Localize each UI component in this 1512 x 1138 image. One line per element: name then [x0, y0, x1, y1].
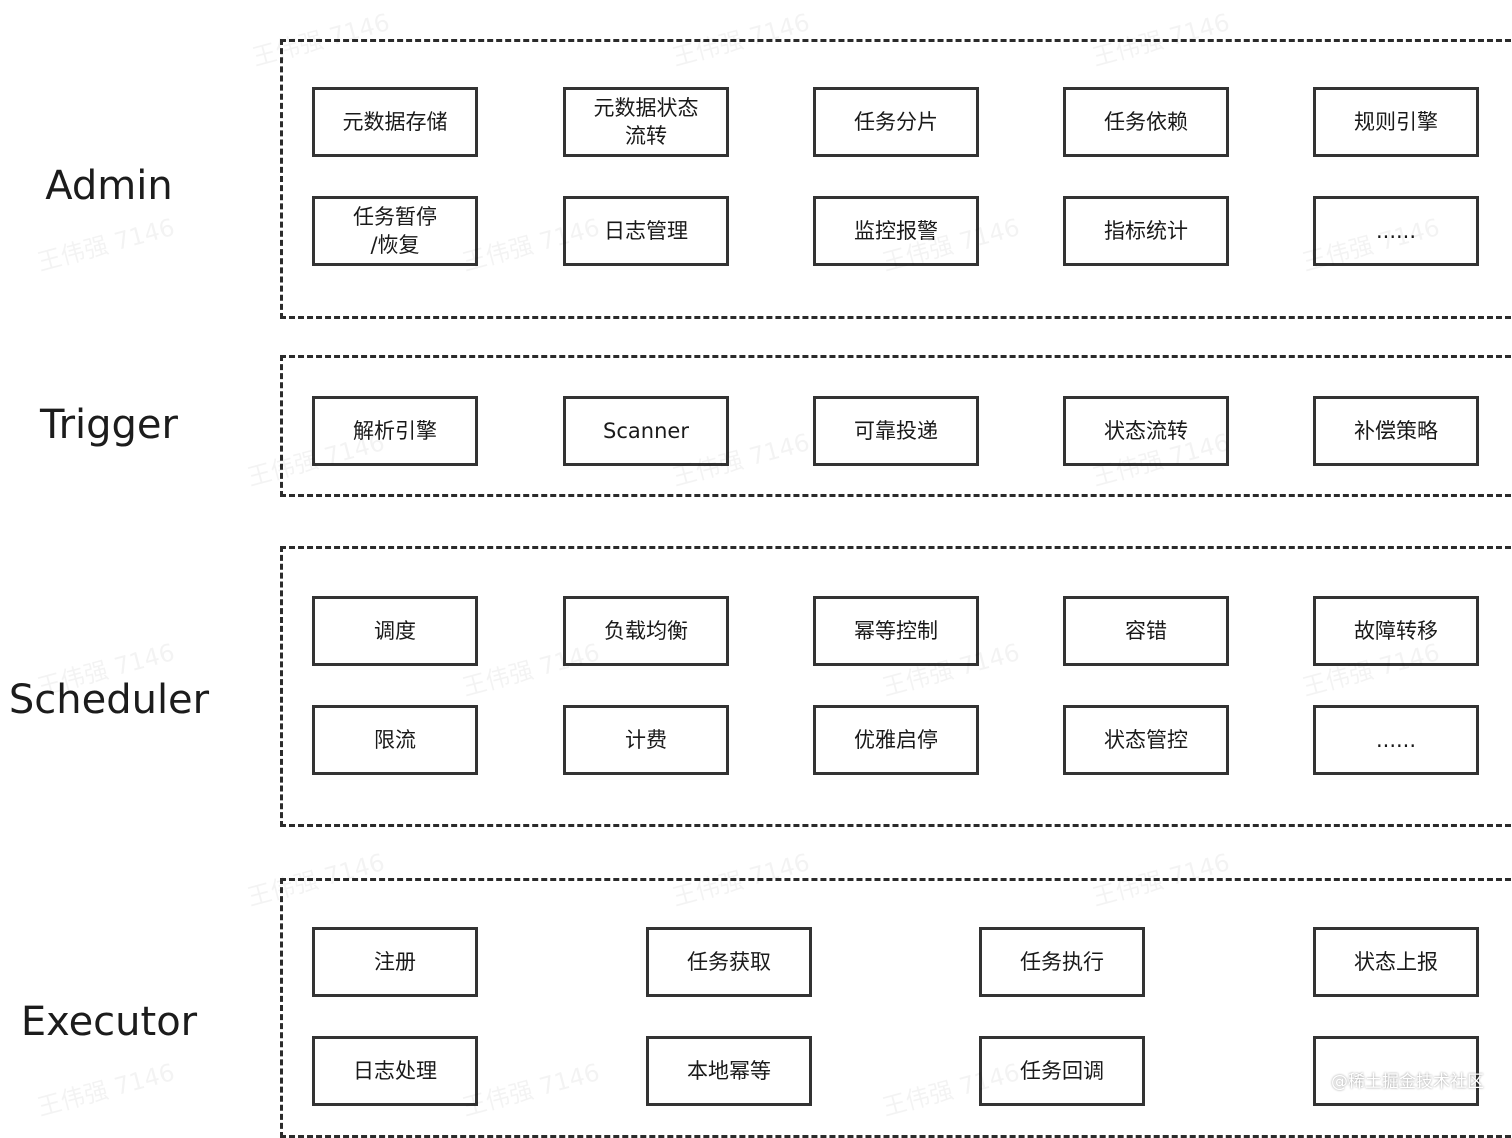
source-credit: @稀土掘金技术社区 [1331, 1072, 1484, 1092]
executor-box: 任务回调 [979, 1036, 1145, 1106]
trigger-box: 状态流转 [1063, 396, 1229, 466]
admin-box: 规则引擎 [1313, 87, 1479, 157]
admin-box: 日志管理 [563, 196, 729, 266]
executor-box [1313, 1036, 1479, 1106]
layer-label-admin: Admin [45, 163, 173, 209]
admin-box: 任务依赖 [1063, 87, 1229, 157]
admin-box: 任务暂停 /恢复 [312, 196, 478, 266]
admin-box: 元数据状态 流转 [563, 87, 729, 157]
scheduler-box: 计费 [563, 705, 729, 775]
layer-label-trigger: Trigger [40, 402, 178, 448]
executor-box: 状态上报 [1313, 927, 1479, 997]
watermark: 王伟强 7146 [33, 207, 178, 277]
scheduler-box: 容错 [1063, 596, 1229, 666]
executor-box: 任务执行 [979, 927, 1145, 997]
scheduler-box: 状态管控 [1063, 705, 1229, 775]
scheduler-box: ...... [1313, 705, 1479, 775]
trigger-box: 补偿策略 [1313, 396, 1479, 466]
admin-box: 任务分片 [813, 87, 979, 157]
trigger-box: Scanner [563, 396, 729, 466]
scheduler-box: 负载均衡 [563, 596, 729, 666]
scheduler-box: 调度 [312, 596, 478, 666]
executor-box: 本地幂等 [646, 1036, 812, 1106]
watermark: 王伟强 7146 [33, 1052, 178, 1122]
layer-label-scheduler: Scheduler [8, 677, 210, 723]
executor-box: 任务获取 [646, 927, 812, 997]
trigger-box: 可靠投递 [813, 396, 979, 466]
admin-box: ...... [1313, 196, 1479, 266]
executor-box: 日志处理 [312, 1036, 478, 1106]
layer-label-executor: Executor [20, 999, 198, 1045]
admin-box: 指标统计 [1063, 196, 1229, 266]
admin-box: 监控报警 [813, 196, 979, 266]
scheduler-box: 限流 [312, 705, 478, 775]
scheduler-box: 故障转移 [1313, 596, 1479, 666]
scheduler-group [280, 546, 1512, 827]
admin-group [280, 39, 1512, 319]
scheduler-box: 优雅启停 [813, 705, 979, 775]
trigger-group [280, 355, 1512, 497]
admin-box: 元数据存储 [312, 87, 478, 157]
executor-box: 注册 [312, 927, 478, 997]
trigger-box: 解析引擎 [312, 396, 478, 466]
scheduler-box: 幂等控制 [813, 596, 979, 666]
